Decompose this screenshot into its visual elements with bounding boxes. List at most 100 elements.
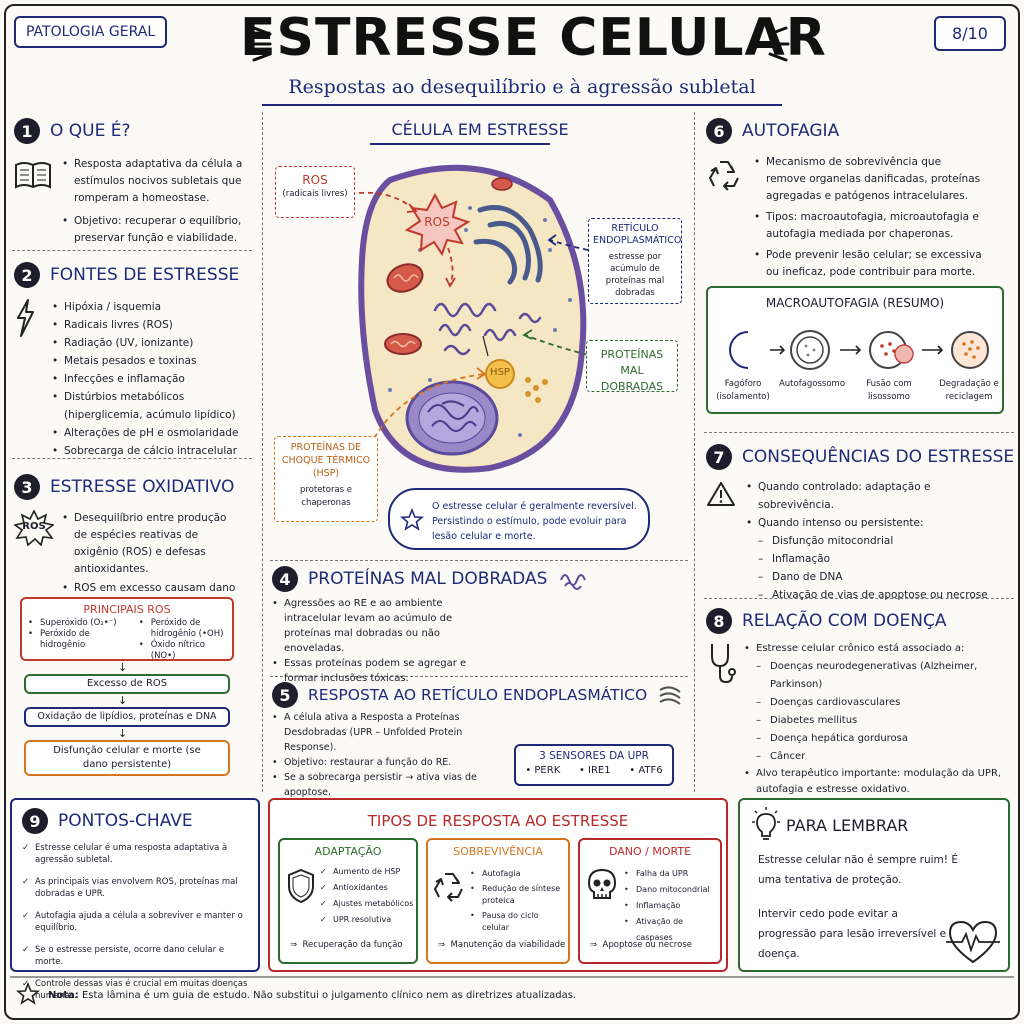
ros-box-title: PRINCIPAIS ROS: [83, 603, 171, 616]
list-item: Radiação (UV, ionizante): [52, 334, 254, 352]
tipo-item: UPR resolutiva: [320, 912, 416, 928]
section-number: 2: [14, 262, 40, 288]
list-item: Estresse celular crônico está associado …: [744, 640, 1010, 658]
list-subitem: Inflamação: [746, 550, 1006, 568]
lembrar-text: Intervir cedo pode evitar a progressão p…: [758, 908, 947, 960]
flow-arrow: ↓: [118, 661, 128, 674]
section-number: 7: [706, 444, 732, 470]
ros-burst-icon: ROS: [14, 510, 54, 546]
star-icon: [16, 982, 40, 1005]
flow-step: Excesso de ROS: [24, 674, 230, 694]
para-lembrar-box: PARA LEMBRAR Estresse celular não é semp…: [738, 798, 1010, 972]
list-item: Hipóxia / isquemia: [52, 298, 254, 316]
lembrar-text: Estresse celular não é sempre ruim! É um…: [758, 854, 958, 886]
flow-step: Oxidação de lipídios, proteínas e DNA: [24, 707, 230, 727]
re-callout: RETÍCULO ENDOPLASMÁTICO estresse por acú…: [588, 218, 682, 304]
list-item: Tipos: macroautofagia, microautofagia e …: [754, 209, 984, 243]
tipo-adaptacao: ADAPTAÇÃO Aumento de HSP Antioxidantes A…: [278, 838, 418, 964]
list-item: Resposta adaptativa da célula a estímulo…: [62, 156, 254, 207]
key-point: Controle dessas vias é crucial em muitas…: [22, 978, 248, 1002]
section-estresse-oxidativo: 3 ESTRESSE OXIDATIVO ROS Desequilíbrio e…: [14, 474, 254, 614]
list-subitem: Doenças neurodegenerativas (Alzheimer, P…: [744, 658, 1010, 694]
key-point: Estresse celular é uma resposta adaptati…: [22, 842, 248, 866]
list-item: Desequilíbrio entre produção de espécies…: [62, 510, 242, 578]
tipo-item: Ativação de caspases: [624, 914, 720, 946]
section-title: AUTOFAGIA: [742, 121, 840, 141]
heart-pulse-icon: [946, 920, 1000, 964]
section-title: RELAÇÃO COM DOENÇA: [742, 611, 947, 631]
tipo-result: ⇒ Manutenção da viabilidade: [438, 940, 566, 950]
ros-item: Peróxido de hidrogênio (•OH): [139, 618, 226, 640]
footer-divider: [10, 976, 1014, 978]
list-item: Radicais livres (ROS): [52, 316, 254, 334]
list-item: Alvo terapêutico importante: modulação d…: [744, 766, 1010, 798]
list-item: Objetivo: recuperar o equilíbrio, preser…: [62, 213, 254, 247]
list-subitem: Diabetes mellitus: [744, 712, 1010, 730]
section-title: CONSEQUÊNCIAS DO ESTRESSE: [742, 447, 1015, 467]
list-subitem: Doenças cardiovasculares: [744, 694, 1010, 712]
list-item: Agressões ao RE e ao ambiente intracelul…: [272, 596, 502, 656]
page-subtitle: Respostas ao desequilíbrio e à agressão …: [288, 76, 756, 98]
recycle-icon: [709, 161, 739, 191]
shield-icon: [288, 868, 314, 904]
star-icon: [400, 508, 424, 531]
list-item: Mecanismo de sobrevivência que remove or…: [754, 154, 984, 205]
lembrar-title: PARA LEMBRAR: [786, 816, 909, 835]
section-fontes: 2 FONTES DE ESTRESSE Hipóxia / isquemia …: [14, 262, 254, 460]
autophagy-steps-icon: [729, 330, 989, 370]
section-title: O QUE É?: [50, 121, 131, 141]
er-icon: [659, 686, 681, 705]
key-point: Autofagia ajuda a célula a sobreviver e …: [22, 910, 248, 934]
section-resposta-re: 5 RESPOSTA AO RETÍCULO ENDOPLASMÁTICO A …: [272, 682, 688, 800]
cell-diagram: [349, 164, 589, 473]
ros-box: PRINCIPAIS ROS Superóxido (O₂•⁻) Peróxid…: [20, 597, 234, 661]
section-title: RESPOSTA AO RETÍCULO ENDOPLASMÁTICO: [308, 686, 648, 704]
page-frame: [4, 4, 1020, 1020]
misfold-callout: PROTEÍNAS MAL DOBRADAS: [586, 340, 678, 393]
section-title: PROTEÍNAS MAL DOBRADAS: [308, 569, 548, 589]
list-item: Metais pesados e toxinas: [52, 352, 254, 370]
list-item: A célula ativa a Resposta a Proteínas De…: [272, 710, 504, 755]
ros-item: Peróxido de hidrogênio: [28, 629, 131, 651]
section-o-que-e: 1 O QUE É? Resposta adaptativa da célula…: [14, 118, 254, 247]
ros-item: Óxido nítrico (NO•): [139, 640, 226, 662]
tipos-title: TIPOS DE RESPOSTA AO ESTRESSE: [367, 812, 629, 830]
autophagy-step: Fagóforo (isolamento): [716, 379, 770, 402]
divider: [704, 432, 1014, 433]
section-number: 6: [706, 118, 732, 144]
section-number: 5: [272, 682, 298, 708]
section-relacao-doenca: 8 RELAÇÃO COM DOENÇA Estresse celular cr…: [706, 608, 1016, 798]
title-burst-icon: [250, 26, 790, 62]
tipo-item: Pausa do ciclo celular: [470, 910, 568, 934]
list-item: Distúrbios metabólicos (hiperglicemia, a…: [52, 388, 254, 424]
list-item: Quando controlado: adaptação e sobrevivê…: [746, 478, 1006, 514]
autophagy-step: Degradação e reciclagem: [939, 379, 999, 402]
key-point: As principais vias envolvem ROS, proteín…: [22, 876, 248, 900]
section-number: 4: [272, 566, 298, 592]
list-item: Alterações de pH e osmolaridade: [52, 424, 254, 442]
skull-icon: [587, 868, 617, 899]
course-tag: PATOLOGIA GERAL: [14, 16, 168, 48]
tipo-item: Ajustes metabólicos: [320, 896, 416, 912]
tipos-resposta-box: TIPOS DE RESPOSTA AO ESTRESSE ADAPTAÇÃO …: [268, 798, 728, 972]
upr-box: 3 SENSORES DA UPR • PERK • IRE1 • ATF6: [514, 744, 674, 786]
section-number: 3: [14, 474, 40, 500]
lightning-icon: [17, 299, 34, 337]
list-item: Quando intenso ou persistente:: [746, 514, 1006, 532]
book-icon: [15, 162, 51, 189]
subtitle-underline: [262, 104, 782, 106]
cell-title: CÉLULA EM ESTRESSE: [391, 120, 569, 139]
hsp-callout: PROTEÍNAS DE CHOQUE TÉRMICO (HSP) protet…: [274, 436, 378, 522]
list-subitem: Disfunção mitocondrial: [746, 532, 1006, 550]
tipo-item: Redução de síntese proteica: [470, 883, 568, 907]
upr-sensor: • IRE1: [578, 765, 611, 776]
macroautofagia-box: MACROAUTOFAGIA (RESUMO) Fagóforo (isolam…: [706, 286, 1004, 414]
section-number: 9: [22, 808, 48, 834]
list-subitem: Câncer: [744, 748, 1010, 766]
pontos-chave-box: 9 PONTOS-CHAVE Estresse celular é uma re…: [10, 798, 260, 1001]
list-item: Se a sobrecarga persistir → ativa vias d…: [272, 770, 504, 800]
tipo-item: Aumento de HSP: [320, 864, 416, 880]
page-number: 8/10: [934, 16, 1006, 51]
list-item: Sobrecarga de cálcio intracelular: [52, 442, 254, 460]
reversible-note: O estresse celular é geralmente reversív…: [388, 488, 650, 550]
